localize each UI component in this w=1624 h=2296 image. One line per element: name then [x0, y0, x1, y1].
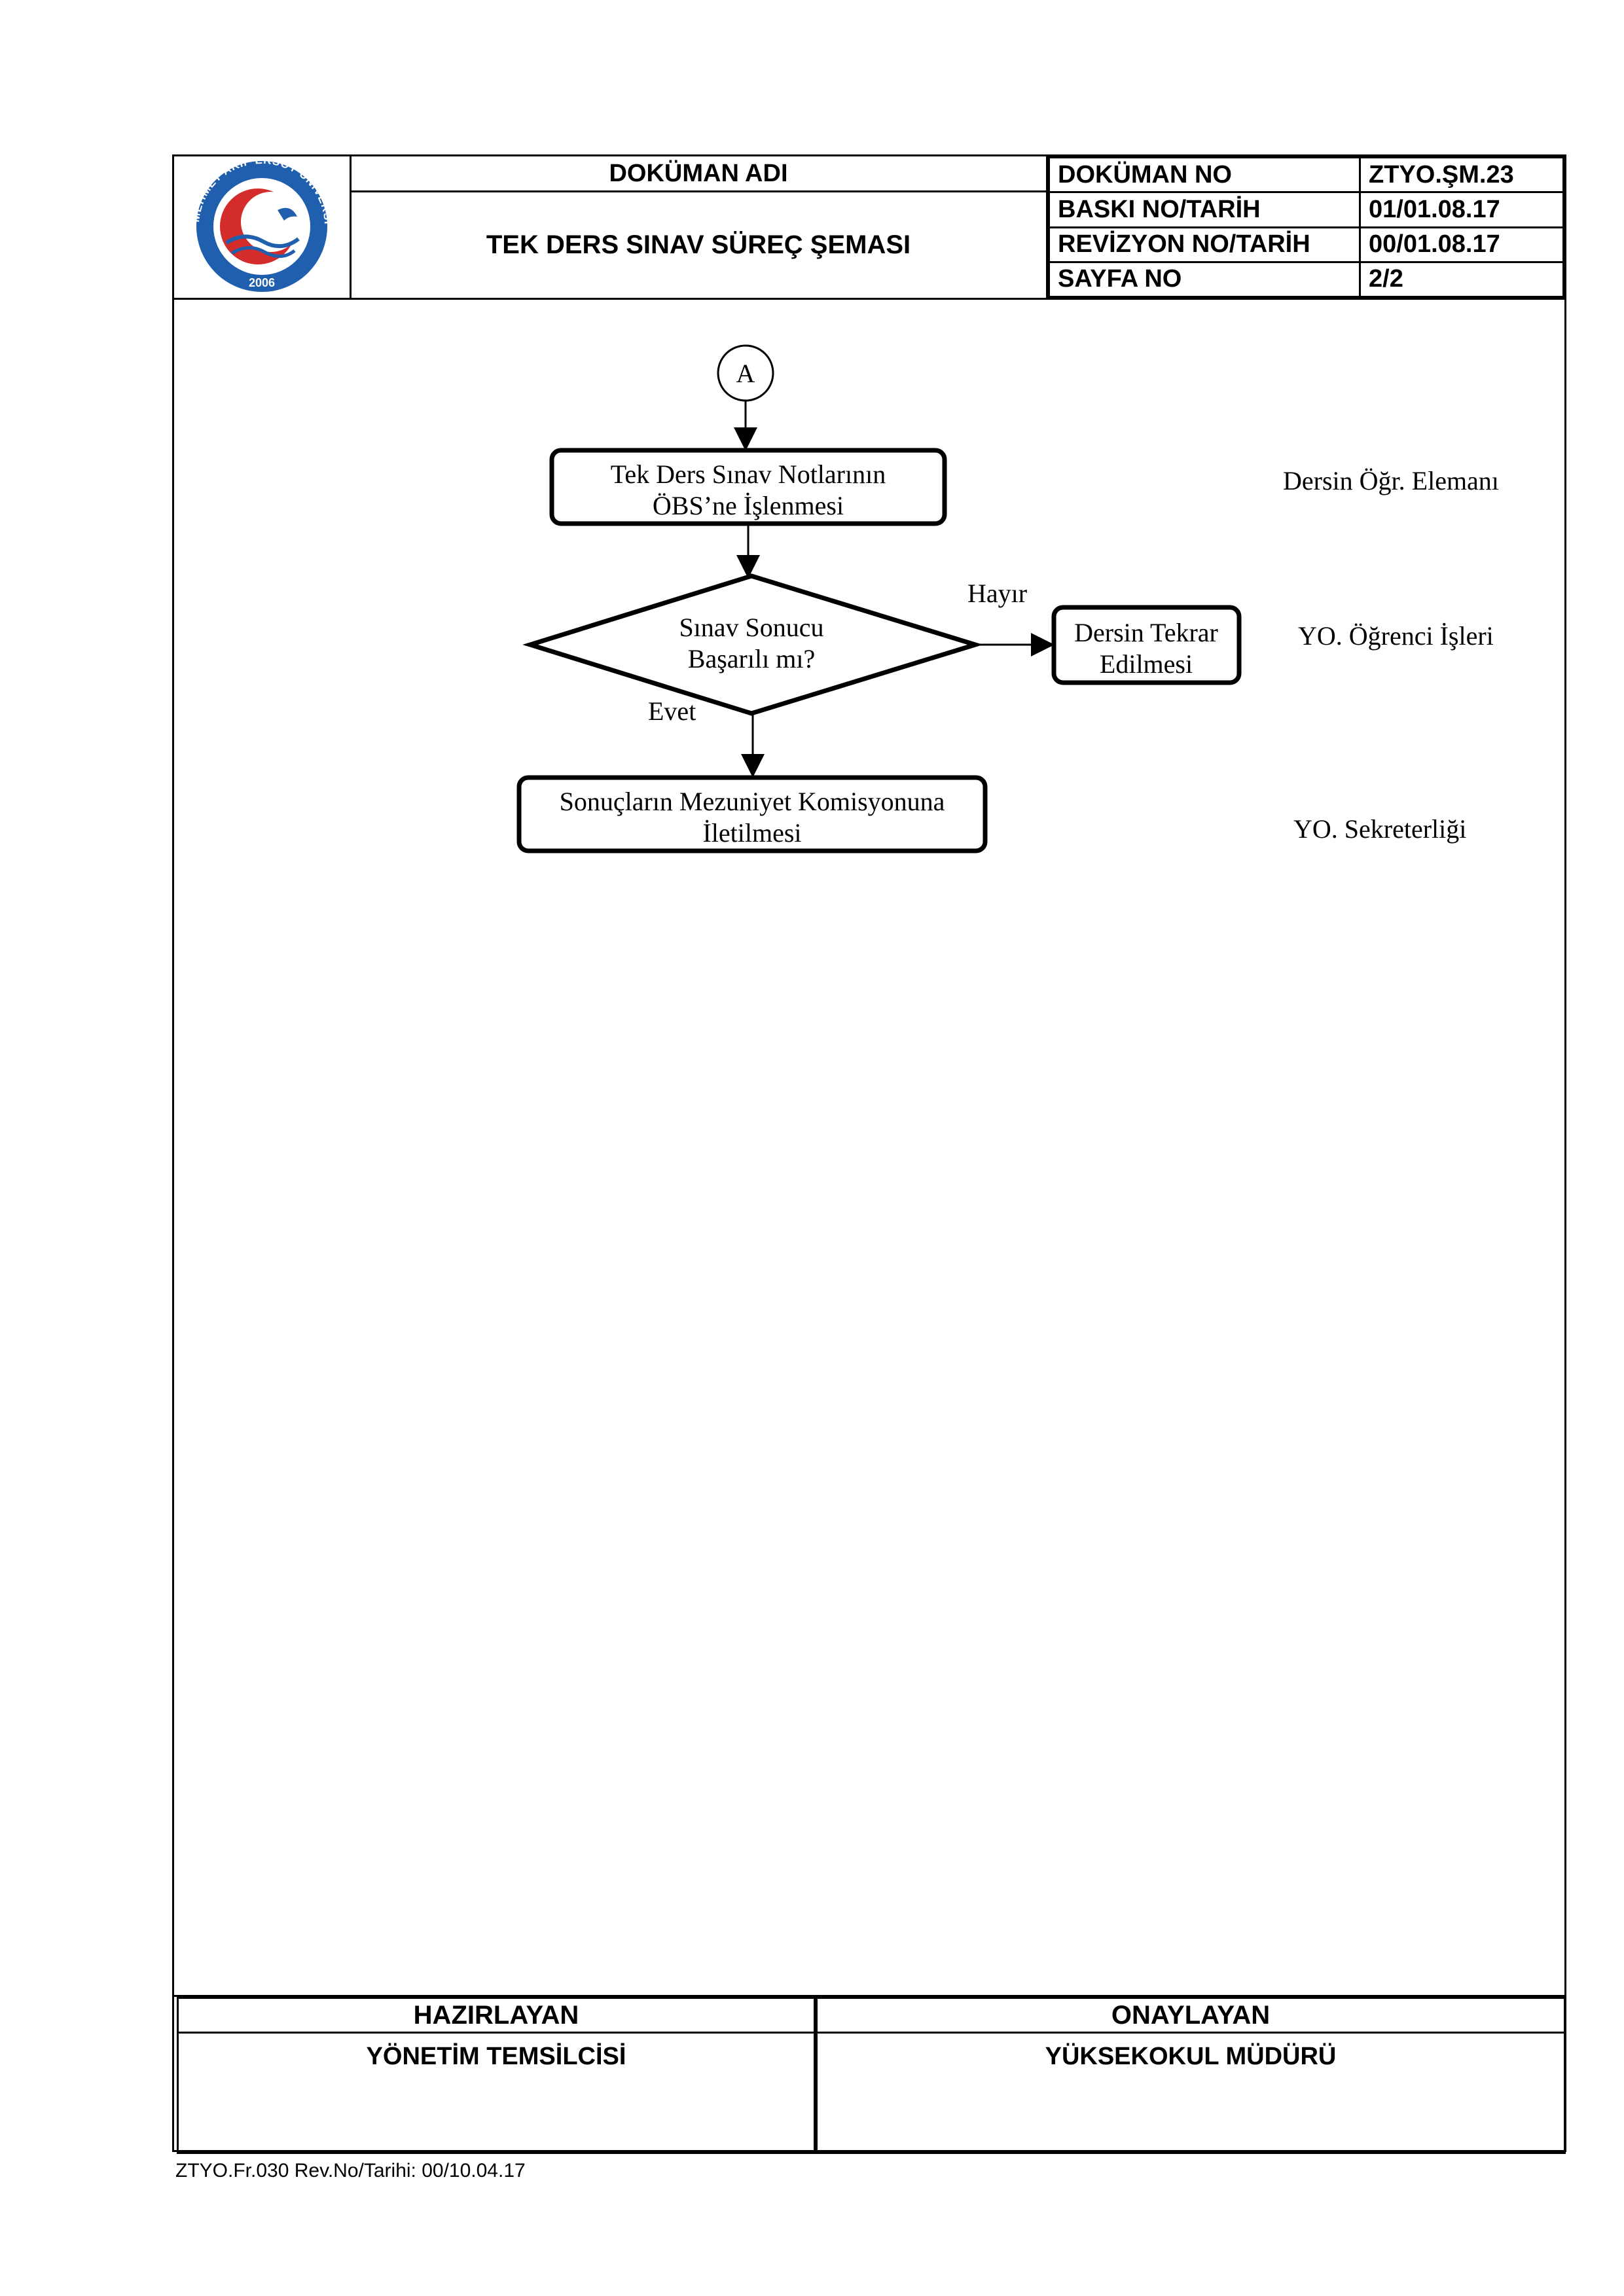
prepared-by-cell: HAZIRLAYAN YÖNETİM TEMSİLCİSİ — [177, 1997, 816, 2154]
meta-table: DOKÜMAN NO ZTYO.ŞM.23 BASKI NO/TARİH 01/… — [1048, 156, 1564, 298]
approved-by-cell: ONAYLAYAN YÜKSEKOKUL MÜDÜRÜ — [816, 1997, 1566, 2154]
doc-title: TEK DERS SINAV SÜREÇ ŞEMASI — [486, 230, 911, 259]
responsible-student-affairs: YO. Öğrenci İşleri — [1298, 621, 1494, 651]
meta-value: ZTYO.ŞM.23 — [1359, 156, 1564, 194]
meta-row: REVİZYON NO/TARİH 00/01.08.17 — [1048, 226, 1564, 263]
meta-label: DOKÜMAN NO — [1048, 156, 1361, 194]
university-logo: MEHMET AKİF ERSOY ÜNİVERSİTESİ 2006 — [179, 158, 334, 292]
meta-row: SAYFA NO 2/2 — [1048, 260, 1564, 298]
decision-diamond — [522, 573, 983, 716]
meta-row: BASKI NO/TARİH 01/01.08.17 — [1048, 191, 1564, 228]
responsible-lecturer: Dersin Öğr. Elemanı — [1283, 466, 1499, 495]
step1-line1: Tek Ders Sınav Notlarının — [611, 459, 886, 489]
step1-line2: ÖBS’ne İşlenmesi — [653, 491, 844, 520]
step2-line1: Sonuçların Mezuniyet Komisyonuna — [560, 787, 945, 816]
yes-label: Evet — [648, 696, 696, 726]
prepared-label: HAZIRLAYAN — [179, 1999, 814, 2034]
meta-row: DOKÜMAN NO ZTYO.ŞM.23 — [1048, 156, 1564, 194]
meta-label: BASKI NO/TARİH — [1048, 191, 1361, 228]
prepared-value: YÖNETİM TEMSİLCİSİ — [366, 2043, 626, 2070]
meta-value: 00/01.08.17 — [1359, 226, 1564, 263]
responsible-secretariat: YO. Sekreterliği — [1293, 814, 1466, 844]
logo-cell: MEHMET AKİF ERSOY ÜNİVERSİTESİ 2006 — [174, 156, 352, 298]
process-box-notes-entry — [549, 448, 947, 526]
approved-label: ONAYLAYAN — [818, 1999, 1564, 2034]
meta-label: REVİZYON NO/TARİH — [1048, 226, 1361, 263]
form-code: ZTYO.Fr.030 Rev.No/Tarihi: 00/10.04.17 — [175, 2160, 526, 2181]
doc-name-label: DOKÜMAN ADI — [351, 156, 1046, 192]
no-box-line2: Edilmesi — [1100, 649, 1193, 679]
meta-label: SAYFA NO — [1048, 260, 1361, 298]
meta-value: 2/2 — [1359, 260, 1564, 298]
title-cell: DOKÜMAN ADI TEK DERS SINAV SÜREÇ ŞEMASI — [351, 156, 1048, 298]
decision-line1: Sınav Sonucu — [679, 613, 823, 642]
connector-label: A — [736, 359, 755, 388]
step2-line2: İletilmesi — [702, 818, 801, 848]
logo-year: 2006 — [249, 276, 275, 289]
process-box-repeat-course — [1051, 605, 1242, 685]
meta-value: 01/01.08.17 — [1359, 191, 1564, 228]
decision-line2: Başarılı mı? — [688, 644, 815, 673]
process-box-forward-results — [516, 775, 988, 853]
signature-footer: HAZIRLAYAN YÖNETİM TEMSİLCİSİ ONAYLAYAN … — [172, 1995, 1566, 2154]
document-header: MEHMET AKİF ERSOY ÜNİVERSİTESİ 2006 DOKÜ… — [172, 154, 1566, 300]
no-label: Hayır — [967, 579, 1027, 608]
content-frame — [172, 300, 1566, 1995]
approved-value: YÜKSEKOKUL MÜDÜRÜ — [1045, 2043, 1337, 2070]
no-box-line1: Dersin Tekrar — [1074, 618, 1218, 647]
